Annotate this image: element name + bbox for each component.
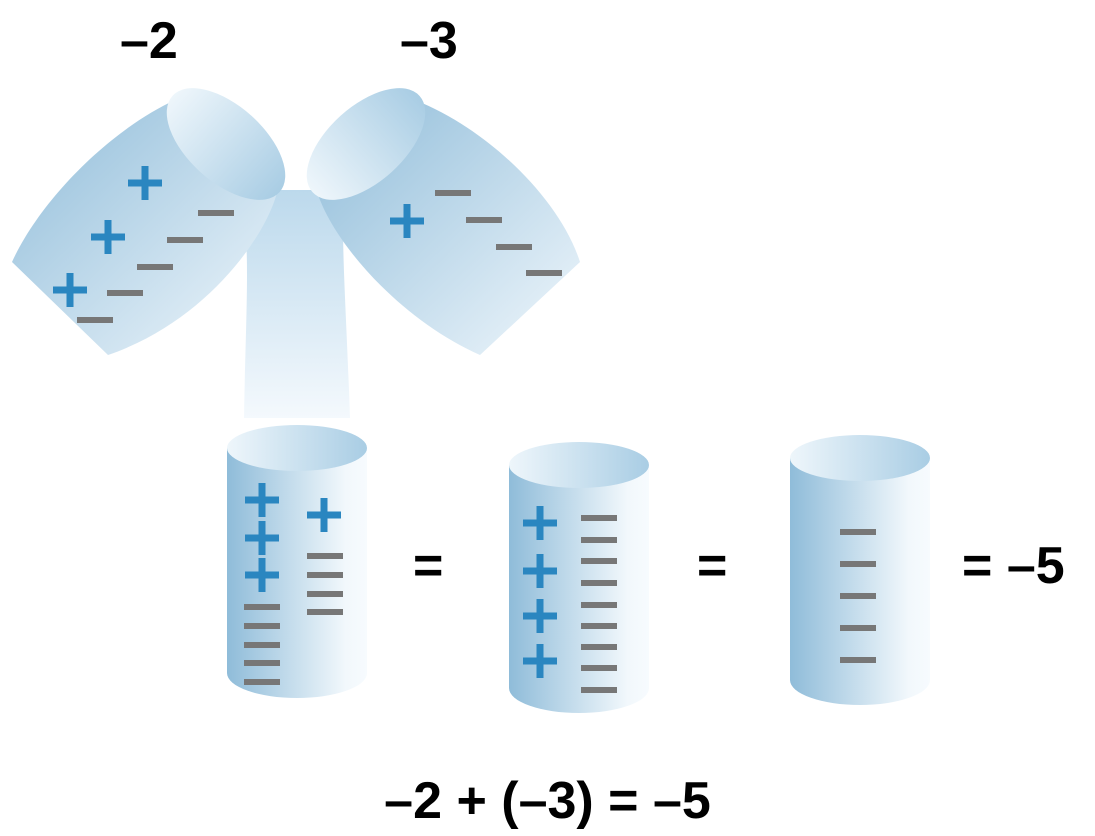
negative-token: [496, 244, 532, 250]
equals-sign-1: =: [413, 540, 443, 592]
result-label: = –5: [962, 540, 1065, 592]
negative-token: [77, 317, 113, 323]
negative-token: [581, 665, 617, 671]
left-cup-label: –2: [120, 15, 178, 67]
negative-token: [581, 687, 617, 693]
negative-token: [307, 572, 343, 578]
negative-token: [840, 561, 876, 567]
negative-token: [137, 264, 173, 270]
negative-token: [840, 529, 876, 535]
negative-token: [198, 210, 234, 216]
cup-mixed: [227, 425, 367, 698]
negative-token: [581, 558, 617, 564]
negative-token: [526, 270, 562, 276]
negative-token: [244, 623, 280, 629]
negative-token: [244, 604, 280, 610]
negative-token: [840, 593, 876, 599]
negative-token: [307, 591, 343, 597]
negative-token: [581, 580, 617, 586]
negative-token: [244, 642, 280, 648]
cup-paired: [509, 442, 649, 713]
negative-token: [840, 657, 876, 663]
negative-token: [581, 537, 617, 543]
negative-token: [167, 237, 203, 243]
negative-token: [435, 190, 471, 196]
negative-token: [581, 515, 617, 521]
negative-token: [581, 644, 617, 650]
negative-token: [244, 660, 280, 666]
negative-token: [107, 290, 143, 296]
negative-token: [581, 602, 617, 608]
negative-token: [307, 609, 343, 615]
negative-token: [307, 553, 343, 559]
negative-token: [840, 625, 876, 631]
equation: –2 + (–3) = –5: [0, 775, 1095, 827]
negative-token: [466, 217, 502, 223]
right-cup-label: –3: [400, 15, 458, 67]
negative-token: [581, 623, 617, 629]
cup-result: [790, 435, 930, 705]
negative-token: [244, 679, 280, 685]
equals-sign-2: =: [697, 540, 727, 592]
